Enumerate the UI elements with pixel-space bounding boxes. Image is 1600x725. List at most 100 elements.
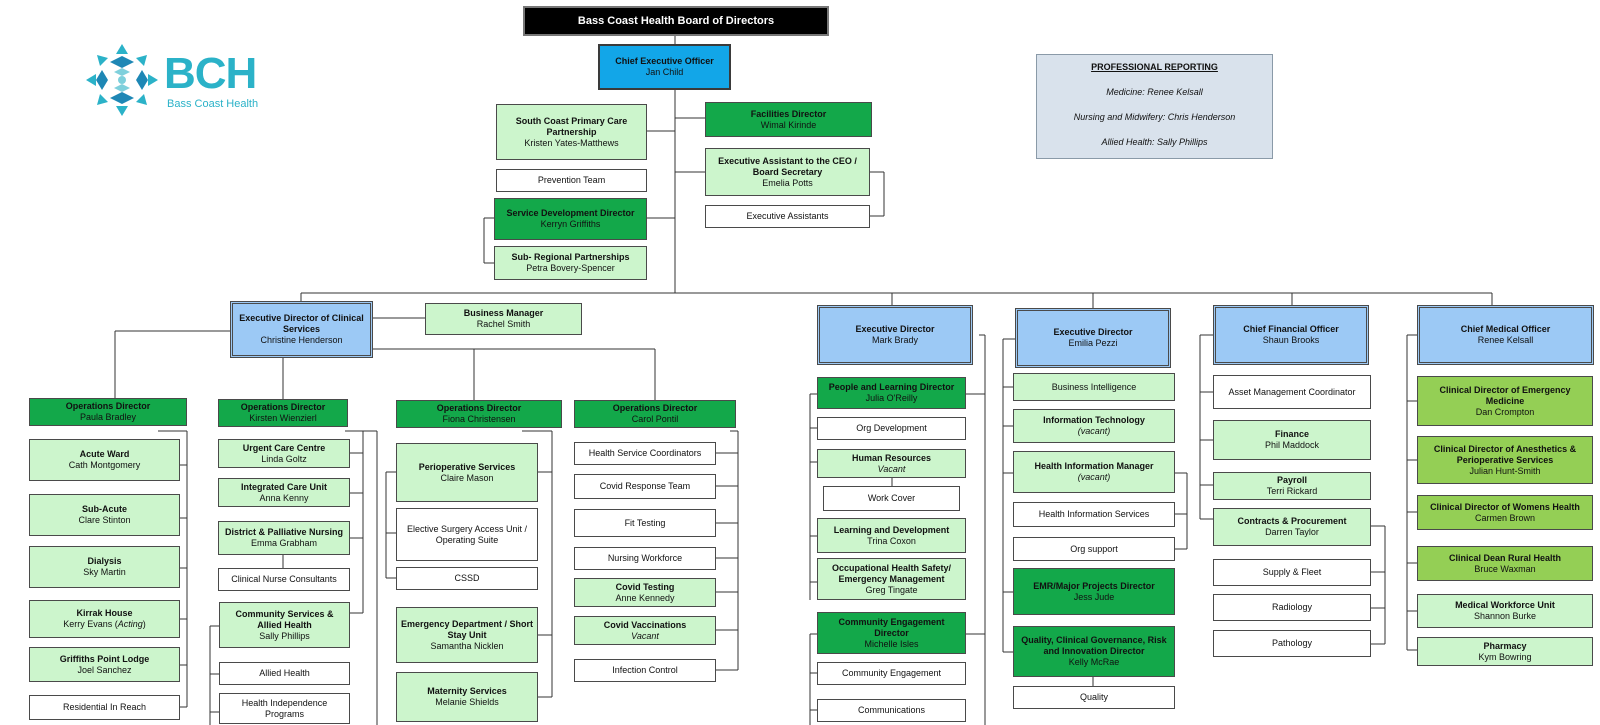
sub-regional-title: Sub- Regional Partnerships	[511, 252, 630, 262]
ohs-title: Occupational Health Safety/ Emergency Ma…	[831, 562, 952, 584]
business-manager-name: Rachel Smith	[476, 319, 531, 329]
ceo-title: Chief Executive Officer	[615, 56, 714, 66]
covid-testing-name: Anne Kennedy	[615, 592, 675, 603]
facilities-name: Wimal Kirinde	[760, 119, 817, 130]
ops2-item-name: Emma Grabham	[250, 538, 318, 548]
ops1-item-name: Sky Martin	[83, 567, 126, 577]
learning-name: Trina Coxon	[867, 535, 916, 546]
covid-testing-box: Covid Testing Anne Kennedy	[574, 578, 716, 607]
ops1-item-name: Joel Sanchez	[77, 664, 132, 675]
exec-assistants-box: Executive Assistants	[705, 205, 870, 228]
sc-primary-care-box: South Coast Primary Care Partnership Kri…	[496, 104, 647, 160]
clinical-nurse-consultants-box: Clinical Nurse Consultants	[218, 568, 350, 591]
org-support-box: Org support	[1013, 537, 1175, 561]
ops2-item-name: Linda Goltz	[261, 453, 307, 464]
cssd-box: CSSD	[396, 567, 538, 590]
emergency-title: Emergency Department / Short Stay Unit	[400, 618, 534, 640]
exec-assistant-name: Emelia Potts	[762, 177, 813, 188]
maternity-name: Melanie Shields	[435, 697, 499, 707]
ops4-item: Fit Testing	[574, 509, 716, 537]
exec-assistants-label: Executive Assistants	[746, 211, 829, 221]
health-independence-label: Health Independence Programs	[241, 697, 328, 719]
kirrak-note: Acting	[117, 619, 143, 629]
health-information-manager-box: Health Information Manager (vacant)	[1013, 451, 1175, 493]
his-label: Health Information Services	[1038, 509, 1150, 519]
ops2-item: Integrated Care Unit Anna Kenny	[218, 478, 350, 507]
emr-name: Jess Jude	[1073, 591, 1115, 602]
quality-label: Quality	[1079, 692, 1108, 702]
community-engagement-label: Community Engagement	[841, 668, 942, 678]
community-services-name: Sally Phillips	[259, 630, 310, 641]
cmo-item-name: Julian Hunt-Smith	[1469, 465, 1541, 476]
allied-health-box: Allied Health	[219, 662, 350, 685]
asset-management-box: Asset Management Coordinator	[1213, 375, 1371, 409]
ops2-director-box: Operations Director Kirsten Wienzierl	[218, 399, 348, 427]
health-information-services-box: Health Information Services	[1013, 502, 1175, 527]
org-support-label: Org support	[1070, 543, 1118, 554]
radiology-box: Radiology	[1213, 594, 1371, 621]
elective-surgery-label: Elective Surgery Access Unit / Operating…	[406, 523, 528, 545]
ops4-item-label: Covid Response Team	[599, 481, 691, 491]
emergency-department-box: Emergency Department / Short Stay Unit S…	[396, 607, 538, 663]
ops1-item-name: Cath Montgomery	[68, 460, 141, 470]
ops4-item-label: Health Service Coordinators	[588, 448, 702, 458]
ops4-director-box: Operations Director Carol Pontil	[574, 400, 736, 428]
maternity-box: Maternity Services Melanie Shields	[396, 672, 538, 722]
org-development-box: Org Development	[817, 417, 966, 440]
perioperative-box: Perioperative Services Claire Mason	[396, 443, 538, 502]
facilities-title: Facilities Director	[750, 108, 827, 119]
work-cover-box: Work Cover	[823, 486, 960, 511]
bch-logo-icon	[84, 42, 160, 118]
hr-name: Vacant	[877, 463, 906, 474]
service-development-title: Service Development Director	[506, 208, 635, 218]
payroll-name: Terri Rickard	[1266, 486, 1318, 496]
health-independence-box: Health Independence Programs	[219, 693, 350, 724]
ops4-item: Nursing Workforce	[574, 547, 716, 570]
business-intelligence-label: Business Intelligence	[1051, 381, 1137, 392]
people-learning-name: Julia O'Reilly	[865, 393, 918, 403]
learning-title: Learning and Development	[833, 524, 950, 535]
infection-control-box: Infection Control	[574, 659, 716, 682]
reporting-nursing: Nursing and Midwifery: Chris Henderson	[1073, 112, 1236, 122]
finance-title: Finance	[1274, 429, 1309, 439]
emr-director-box: EMR/Major Projects Director Jess Jude	[1013, 568, 1175, 615]
cmo-item-name: Dan Crompton	[1475, 406, 1535, 417]
cmo-item-name: Shannon Burke	[1473, 611, 1537, 621]
him-name: (vacant)	[1077, 472, 1111, 482]
maternity-title: Maternity Services	[427, 686, 507, 696]
ops2-item-title: District & Palliative Nursing	[224, 527, 344, 537]
cmo-item-title: Clinical Director of Womens Health	[1430, 501, 1580, 512]
ops4-name: Carol Pontil	[631, 414, 679, 424]
cssd-label: CSSD	[454, 573, 480, 583]
it-title: Information Technology	[1043, 415, 1145, 425]
board-of-directors: Bass Coast Health Board of Directors	[523, 6, 829, 36]
sub-regional-name: Petra Bovery-Spencer	[526, 263, 615, 273]
ops2-title: Operations Director	[240, 402, 326, 412]
professional-reporting: PROFESSIONAL REPORTING Medicine: Renee K…	[1036, 54, 1273, 159]
finance-box: Finance Phil Maddock	[1213, 420, 1371, 460]
supply-fleet-label: Supply & Fleet	[1262, 567, 1322, 577]
sc-primary-care-title: South Coast Primary Care Partnership	[515, 115, 628, 137]
ops1-item: Dialysis Sky Martin	[29, 546, 180, 588]
ops3-name: Fiona Christensen	[442, 414, 516, 424]
hr-title: Human Resources	[851, 452, 932, 463]
ceo-name: Jan Child	[645, 67, 684, 77]
communications-label: Communications	[857, 705, 926, 715]
allied-health-label: Allied Health	[259, 668, 310, 678]
cmo-item-title: Pharmacy	[1483, 640, 1527, 651]
community-services-box: Community Services & Allied Health Sally…	[219, 602, 350, 648]
clinical-director-name: Christine Henderson	[260, 335, 343, 345]
kirrak-name: Kerry Evans	[63, 619, 113, 629]
community-engagement-box: Community Engagement	[817, 662, 966, 685]
quality-director-name: Kelly McRae	[1068, 657, 1120, 667]
cmo-item-title: Medical Workforce Unit	[1455, 600, 1555, 610]
ops1-item: Sub-Acute Clare Stinton	[29, 494, 180, 536]
exec-assistant-box: Executive Assistant to the CEO / Board S…	[705, 148, 870, 196]
ops1-item: Griffiths Point Lodge Joel Sanchez	[29, 647, 180, 682]
business-intelligence-box: Business Intelligence	[1013, 373, 1175, 401]
prevention-team-label: Prevention Team	[537, 175, 606, 185]
it-name: (vacant)	[1077, 426, 1111, 436]
people-learning-title: People and Learning Director	[828, 382, 955, 392]
him-title: Health Information Manager	[1034, 461, 1154, 471]
ops2-item-title: Urgent Care Centre	[242, 442, 326, 453]
